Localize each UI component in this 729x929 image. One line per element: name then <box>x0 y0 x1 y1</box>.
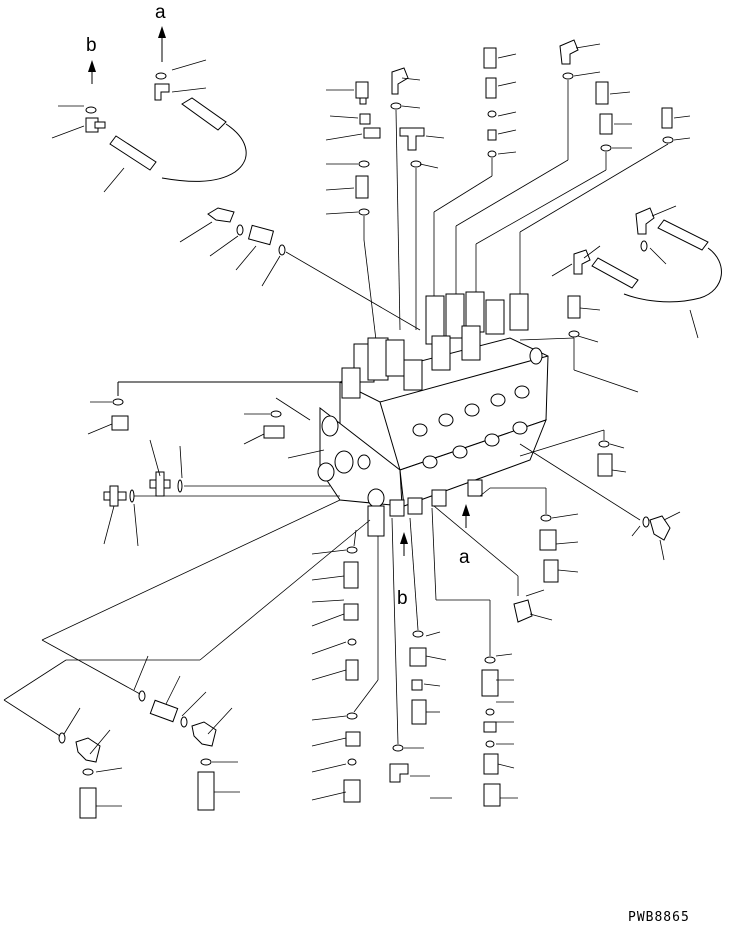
svg-text:a: a <box>459 547 470 568</box>
control-valve-block <box>317 291 549 537</box>
arrow-b-top: b <box>86 35 97 84</box>
arrow-a-top: a <box>155 2 166 62</box>
arrow-b-bottom: b <box>397 532 408 609</box>
left-side-fittings <box>87 381 340 547</box>
lower-right-fittings <box>431 429 681 807</box>
arrow-a-bottom: a <box>459 504 470 568</box>
top-left-hose-assembly <box>51 59 247 193</box>
lower-center-fittings <box>311 529 379 803</box>
right-hose-assembly <box>519 205 722 393</box>
svg-text:b: b <box>86 35 97 56</box>
lower-center-right-fittings <box>389 517 452 799</box>
lower-left-fittings <box>3 499 371 819</box>
svg-text:a: a <box>155 2 166 23</box>
drawing-code: PWB8865 <box>628 910 690 925</box>
upper-right-fittings <box>433 39 691 330</box>
left-middle-fittings <box>179 207 421 331</box>
upper-center-fittings <box>325 67 445 341</box>
svg-text:b: b <box>397 588 408 609</box>
